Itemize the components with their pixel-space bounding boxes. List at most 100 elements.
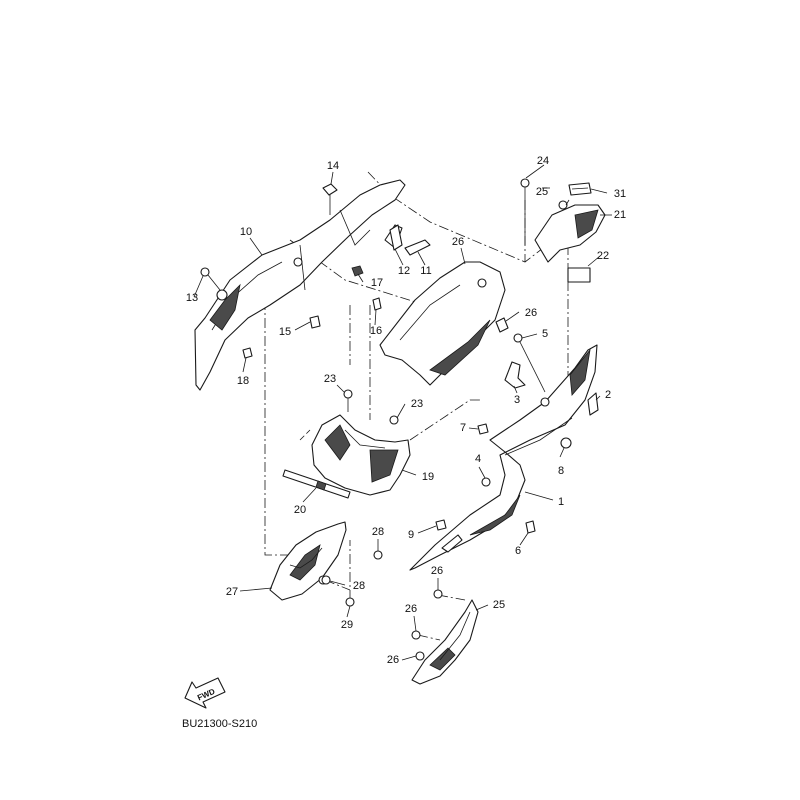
part-11-bracket [404,239,431,256]
part-1-side-cover-right [409,344,598,571]
cover-boss [540,397,550,407]
washer-body [415,651,425,661]
part-number-label: 9 [408,529,414,541]
part-number-label: 8 [558,465,564,477]
part-number-label: 4 [475,453,481,465]
part-number-label: 19 [422,471,434,483]
part-29-center-cover [379,261,506,386]
guide-line [264,300,295,556]
part-number-label: 26 [405,603,417,615]
part-number-label: 15 [279,326,291,338]
part-number-label: 28 [353,580,365,592]
bolt-head [481,477,491,487]
bolt-shaft [207,274,221,291]
nut-body [242,347,253,359]
guide-line [417,634,441,641]
part-number-label: 28 [372,526,384,538]
screw-body [525,520,536,534]
leader-line [294,321,311,331]
screw-body [309,315,321,329]
cover-body [194,179,406,391]
part-number-label: 21 [614,209,626,221]
cover-edge [399,284,461,341]
screw-23b [389,415,399,425]
leader-line [401,469,417,476]
part-25-lower-cover [411,599,479,685]
bolt-shaft [519,341,546,393]
part-22-pad [567,267,591,283]
cover-shadow [469,494,521,536]
leader-line [239,587,273,592]
part-number-label: 14 [327,160,339,172]
washer-26b [411,630,421,640]
strip-mark [315,480,327,491]
leader-line [357,273,364,283]
cover-edge [504,417,573,456]
part-number-label: 3 [514,394,520,406]
cover-edge [289,547,323,569]
part-number-label: 18 [237,375,249,387]
leader-line [374,309,377,326]
cover-shadow [429,319,491,376]
part-number-label: 22 [597,250,609,262]
part-number-label: 26 [431,565,443,577]
nut-30 [495,317,509,333]
part-number-label: 11 [420,265,431,277]
part-number-label: 27 [226,586,238,598]
strip-body [282,469,351,499]
part-number-label: 23 [324,373,336,385]
leader-lines [193,164,612,661]
cover-body [411,599,479,685]
screw-head [520,178,530,188]
part-27-lower-cover [269,521,347,601]
drawing-code: BU21300-S210 [182,718,257,730]
screw-24a [520,178,530,245]
cover-boss [216,289,228,301]
cover-body [409,344,598,571]
cover-rib [339,209,371,246]
screw-16 [372,297,382,311]
cover-edge [344,429,386,449]
nut-body [435,519,447,531]
fwd-arrow-shape [184,677,226,709]
part-21-top-cover [534,204,606,263]
leader-line [468,427,479,430]
part-12-bracket [389,224,403,251]
part-number-label: 26 [452,236,464,248]
washer-28c [345,597,355,607]
cover-shadow [369,449,399,483]
leader-line [346,605,351,618]
leader-line [417,525,437,534]
grommet-8 [560,437,572,449]
screw-23a [343,389,353,412]
part-number-label: 2 [605,389,611,401]
leader-line [330,171,334,185]
screw-body [372,297,382,311]
bracket-body [504,361,526,389]
part-number-label: 25 [493,599,505,611]
leader-line [417,251,426,266]
cover-rib [299,244,306,291]
fwd-arrow-icon: FWD [184,677,226,709]
washer-body [345,597,355,607]
part-number-label: 1 [558,496,564,508]
nut-18 [242,347,253,359]
leader-line [193,275,204,298]
label-body [568,182,592,196]
screw-24b [558,200,568,210]
part-2-clip [587,392,599,416]
bolt-14 [322,183,338,215]
bracket-body [389,224,403,251]
nut-body [477,423,489,435]
leader-line [302,487,317,503]
bolt-head [513,333,523,343]
part-number-label: 29 [341,619,353,631]
bracket-body [404,239,431,256]
cover-shadow [574,209,599,239]
leader-line [559,447,565,458]
part-number-label: 12 [398,265,410,277]
leader-line [475,604,489,611]
screw-head [343,389,353,399]
